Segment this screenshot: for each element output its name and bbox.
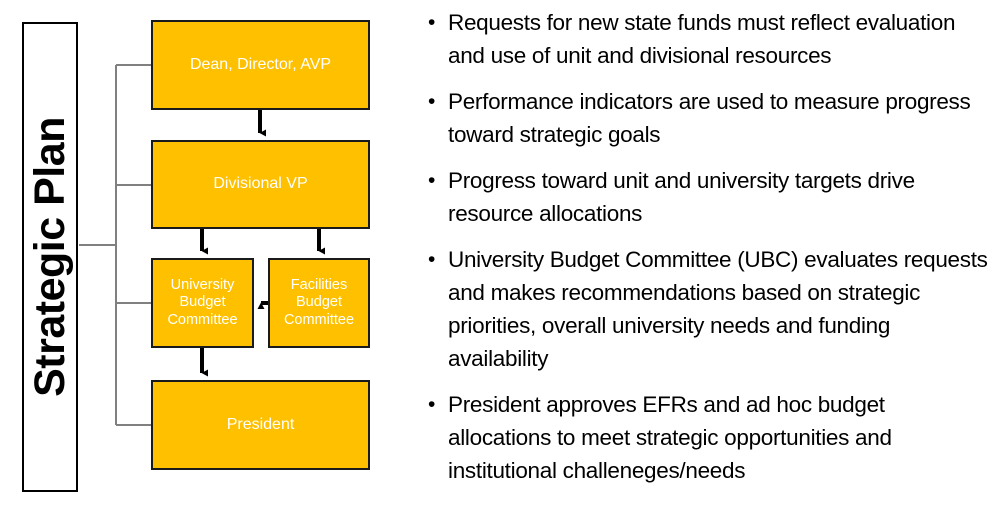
- org-box-university-budget-committee[interactable]: University Budget Committee: [151, 258, 254, 348]
- bullet-text: Requests for new state funds must reflec…: [448, 10, 956, 68]
- bullet-text: Performance indicators are used to measu…: [448, 89, 971, 147]
- bullet-marker-icon: •: [428, 11, 436, 34]
- list-item: • Performance indicators are used to mea…: [414, 85, 989, 151]
- list-item: • University Budget Committee (UBC) eval…: [414, 243, 989, 375]
- bullet-list: • Requests for new state funds must refl…: [414, 6, 989, 516]
- org-chart-diagram: Strategic Plan Dean, D: [0, 0, 400, 520]
- bullet-marker-icon: •: [428, 90, 436, 113]
- list-item: • Progress toward unit and university ta…: [414, 164, 989, 230]
- list-item: • President approves EFRs and ad hoc bud…: [414, 388, 989, 487]
- bullet-text: University Budget Committee (UBC) evalua…: [448, 247, 988, 371]
- org-box-dean-director-avp[interactable]: Dean, Director, AVP: [151, 20, 370, 110]
- strategic-plan-banner: Strategic Plan: [22, 22, 78, 492]
- org-box-president[interactable]: President: [151, 380, 370, 470]
- bullet-text: Progress toward unit and university targ…: [448, 168, 915, 226]
- org-box-divisional-vp[interactable]: Divisional VP: [151, 140, 370, 229]
- bullet-marker-icon: •: [428, 393, 436, 416]
- bullet-marker-icon: •: [428, 169, 436, 192]
- list-item: • Requests for new state funds must refl…: [414, 6, 989, 72]
- bullet-text: President approves EFRs and ad hoc budge…: [448, 392, 892, 483]
- bullet-marker-icon: •: [428, 248, 436, 271]
- org-box-facilities-budget-committee[interactable]: Facilities Budget Committee: [268, 258, 370, 348]
- strategic-plan-label: Strategic Plan: [26, 117, 74, 397]
